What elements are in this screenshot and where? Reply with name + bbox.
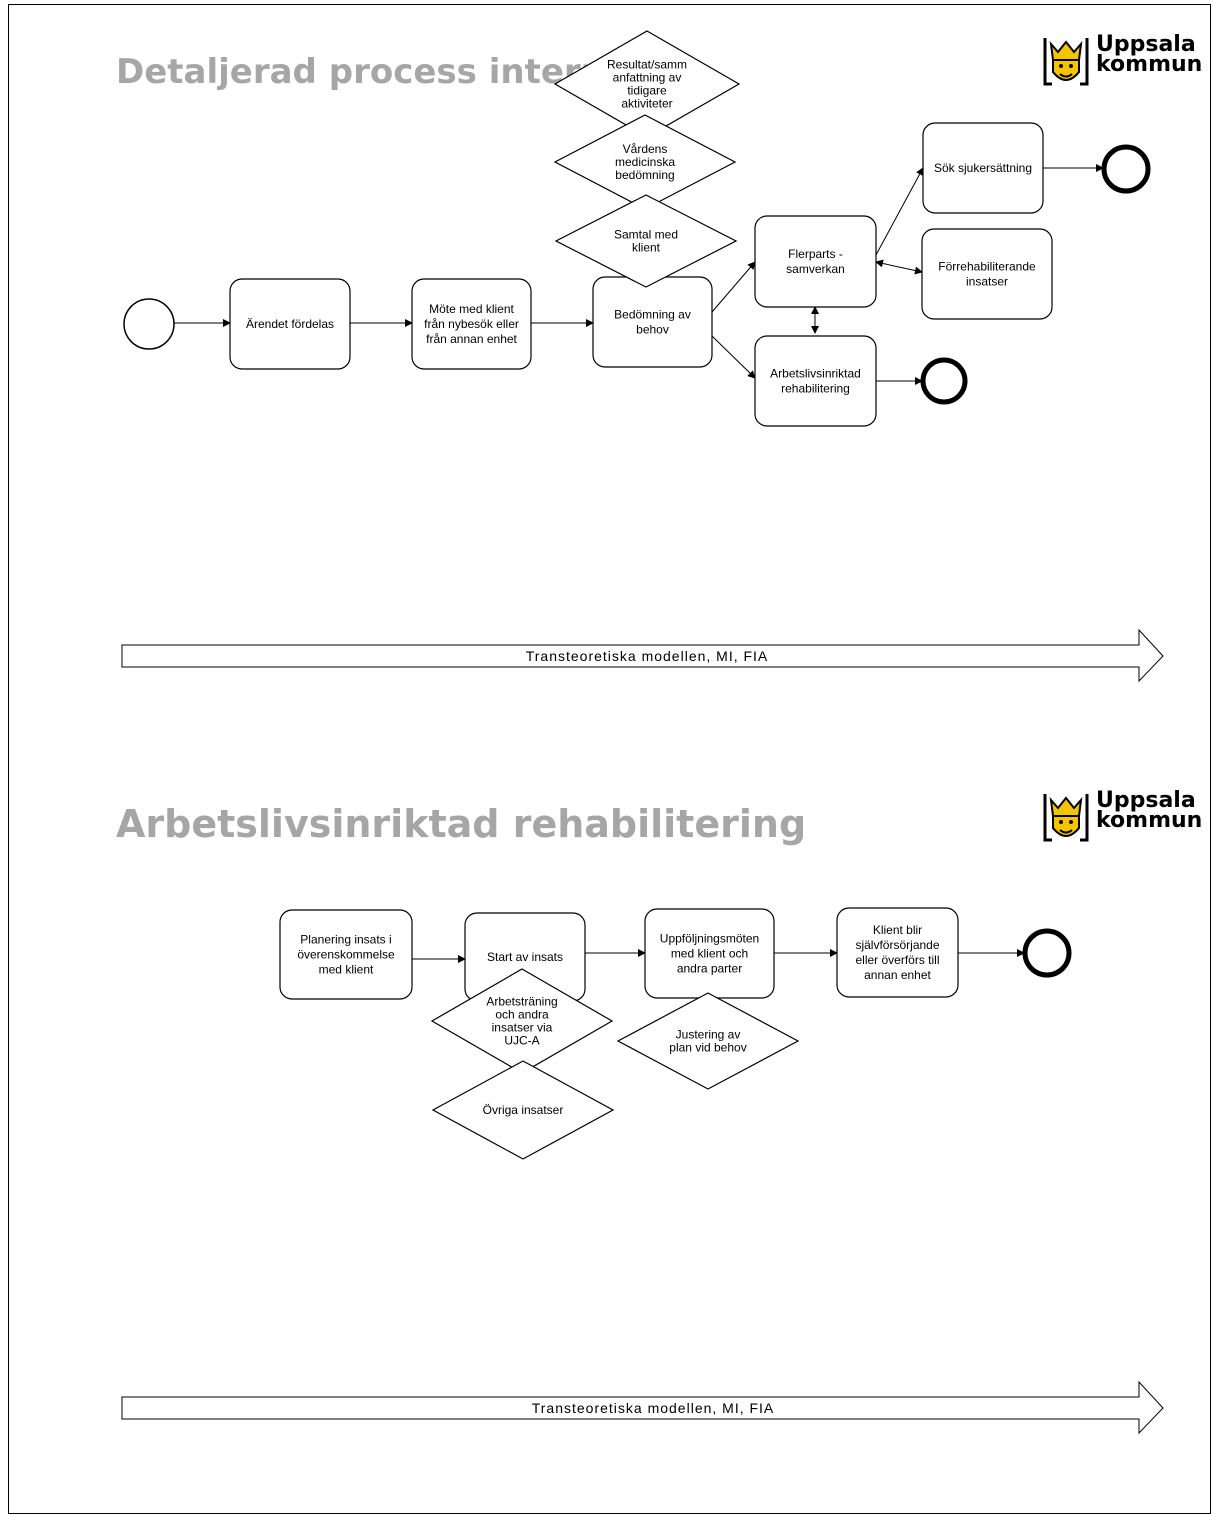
- label-line: Möte med klient: [429, 302, 514, 316]
- label-line: Arbetslivsinriktad: [770, 367, 861, 381]
- label-line: Ärendet fördelas: [246, 317, 334, 331]
- label-line: plan vid behov: [669, 1041, 746, 1055]
- task-soksjuk: Sök sjukersättning: [922, 122, 1044, 214]
- task-box: [836, 907, 959, 998]
- label-line: Flerparts -: [788, 247, 843, 261]
- label-line: behov: [636, 323, 669, 337]
- logo-line2: kommun: [1096, 52, 1203, 77]
- slide1-banner-arrow: Transteoretiska modellen, MI, FIA: [121, 628, 1164, 683]
- diamond-shape: [616, 992, 800, 1090]
- label-line: Förrehabiliterande: [938, 260, 1036, 274]
- task-box: [922, 122, 1044, 214]
- uppsala-kommun-logo: Uppsala kommun: [1042, 34, 1212, 94]
- uppsala-kommun-logo-2: Uppsala kommun: [1042, 790, 1212, 850]
- label-line: Samtal med: [614, 228, 678, 242]
- connector: [711, 335, 756, 379]
- end-event: [920, 357, 968, 405]
- task-arendet: Ärendet fördelas: [229, 278, 351, 370]
- logo-line1: Uppsala: [1096, 788, 1196, 813]
- crowned-lion-shield-icon: [1043, 794, 1089, 842]
- label-line: eller överförs till: [855, 953, 939, 967]
- label-line: rehabilitering: [781, 382, 850, 396]
- task-box: [754, 335, 877, 427]
- slide1-title: Detaljerad process intern: [116, 52, 605, 92]
- banner-text: Transteoretiska modellen, MI, FIA: [532, 1400, 775, 1416]
- label-line: insatser via: [492, 1021, 553, 1035]
- label-line: överenskommelse: [297, 948, 395, 962]
- label-line: och andra: [495, 1008, 549, 1022]
- logo-line2: kommun: [1096, 808, 1203, 833]
- banner-text: Transteoretiska modellen, MI, FIA: [526, 648, 769, 664]
- task-start: Start av insats: [464, 912, 586, 1002]
- task-box: [279, 909, 413, 1000]
- label-line: bedömning: [615, 168, 674, 182]
- slide1-connectors: [174, 164, 1104, 385]
- label-line: Justering av: [676, 1028, 741, 1042]
- label-line: Arbetsträning: [486, 995, 557, 1009]
- label-line: insatser: [966, 275, 1008, 289]
- task-box: [229, 278, 351, 370]
- label-line: med klient: [319, 963, 374, 977]
- label-line: tidigare: [627, 84, 667, 98]
- label-line: från annan enhet: [426, 332, 517, 346]
- slide2-connectors: [404, 949, 1025, 963]
- label-line: Start av insats: [487, 950, 563, 964]
- slide2-title: Arbetslivsinriktad rehabilitering: [116, 802, 807, 846]
- label-line: samverkan: [786, 262, 845, 276]
- label-line: Sök sjukersättning: [934, 161, 1032, 175]
- label-line: medicinska: [615, 155, 675, 169]
- label-line: med klient och: [671, 947, 748, 961]
- connector: [875, 259, 923, 275]
- task-box: [411, 278, 532, 370]
- task-flerparts: Flerparts -samverkan: [754, 215, 877, 308]
- slide2-banner-arrow: Transteoretiska modellen, MI, FIA: [121, 1380, 1164, 1435]
- logo-line1: Uppsala: [1096, 32, 1196, 57]
- diamond-shape: [431, 1060, 615, 1160]
- task-box: [754, 215, 877, 308]
- label-line: UJC-A: [504, 1034, 539, 1048]
- label-line: Vårdens: [623, 142, 668, 156]
- label-line: aktiviteter: [621, 97, 672, 111]
- crowned-lion-shield-icon: [1043, 38, 1089, 86]
- task-box: [921, 228, 1053, 320]
- end-event: [1022, 928, 1072, 978]
- end-event: [1101, 144, 1151, 194]
- label-line: annan enhet: [864, 968, 931, 982]
- label-line: andra parter: [677, 962, 742, 976]
- label-line: självförsörjande: [855, 938, 939, 952]
- label-line: Planering insats i: [300, 933, 391, 947]
- label-line: anfattning av: [613, 71, 682, 85]
- diamond-shape: [554, 194, 738, 288]
- label-line: Uppföljningsmöten: [660, 932, 759, 946]
- diamond-ovriga: Övriga insatser: [431, 1060, 615, 1160]
- label-line: Bedömning av: [614, 308, 691, 322]
- label-line: Övriga insatser: [483, 1103, 564, 1117]
- connector: [875, 167, 924, 256]
- connector: [711, 261, 756, 313]
- start-event: [123, 298, 175, 350]
- label-line: Klient blir: [873, 923, 922, 937]
- label-line: från nybesök eller: [424, 317, 519, 331]
- label-line: Resultat/samm: [607, 58, 687, 72]
- label-line: klient: [632, 241, 661, 255]
